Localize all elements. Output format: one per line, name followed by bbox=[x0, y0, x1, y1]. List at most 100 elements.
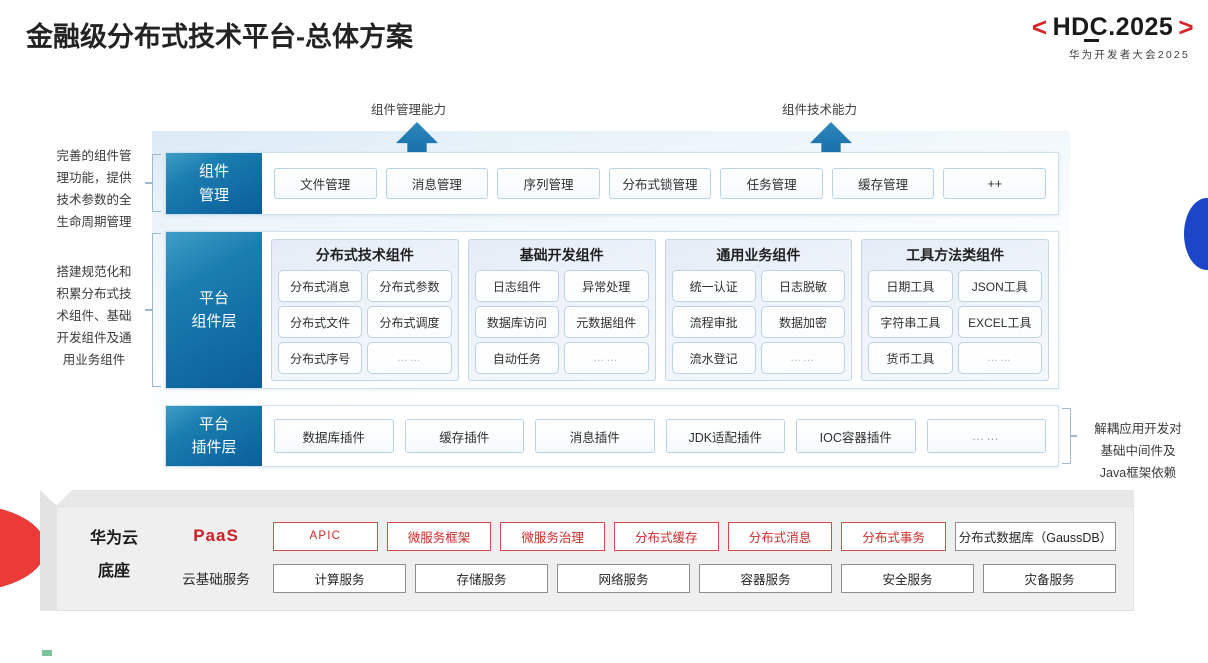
arrow-label-management: 组件管理能力 bbox=[371, 103, 447, 117]
component-cell[interactable]: 日期工具 bbox=[868, 270, 953, 302]
component-cell[interactable]: …… bbox=[957, 342, 1042, 374]
base-panel-left-bevel bbox=[40, 490, 57, 611]
component-cell[interactable]: 分布式序号 bbox=[278, 342, 363, 374]
brace-management bbox=[152, 154, 161, 212]
base-row: PaaS APIC 微服务框架微服务治理分布式缓存分布式消息分布式事务分布式数据库（… bbox=[168, 521, 1117, 551]
logo-underline-icon bbox=[1083, 39, 1099, 42]
component-group-grid: 统一认证日志脱敏流程审批数据加密流水登记…… bbox=[671, 270, 846, 374]
base-service-cell[interactable]: 安全服务 bbox=[841, 563, 974, 593]
layer-component-management: 组件 管理 文件管理消息管理序列管理分布式锁管理任务管理缓存管理 ++ bbox=[165, 152, 1059, 215]
base-service-cell[interactable]: APIC bbox=[273, 521, 378, 551]
side-note-management: 完善的组件管 理功能，提供 技术参数的全 生命周期管理 bbox=[56, 149, 132, 229]
side-note-plugin: 解耦应用开发对 基础中间件及 Java框架依赖 bbox=[1094, 422, 1182, 480]
layer-body-component-management: 文件管理消息管理序列管理分布式锁管理任务管理缓存管理 ++ bbox=[262, 153, 1058, 214]
component-cell[interactable]: 自动任务 bbox=[474, 342, 560, 374]
management-pill-item[interactable]: 序列管理 bbox=[497, 168, 600, 199]
layer-tab-line-1: 平台 bbox=[198, 415, 229, 433]
component-cell[interactable]: EXCEL工具 bbox=[957, 306, 1042, 338]
logo-wordmark-text: HDC.2025 bbox=[1052, 12, 1174, 41]
base-row-label: PaaS bbox=[193, 526, 239, 545]
management-pill-item[interactable]: 任务管理 bbox=[720, 168, 823, 199]
plugin-pill-item[interactable]: …… bbox=[926, 419, 1046, 453]
component-group-title: 通用业务组件 bbox=[716, 247, 801, 263]
base-panel-rows: PaaS APIC 微服务框架微服务治理分布式缓存分布式消息分布式事务分布式数据库（… bbox=[168, 521, 1117, 593]
page-title: 金融级分布式技术平台-总体方案 bbox=[26, 22, 413, 52]
plugin-pill-item[interactable]: 数据库插件 bbox=[274, 419, 394, 453]
component-cell[interactable]: 统一认证 bbox=[671, 270, 756, 302]
management-pill-item[interactable]: 缓存管理 bbox=[831, 168, 935, 199]
component-group: 分布式技术组件分布式消息分布式参数分布式文件分布式调度分布式序号…… bbox=[271, 239, 459, 381]
component-cell[interactable]: …… bbox=[367, 342, 452, 374]
component-group-title: 工具方法类组件 bbox=[906, 247, 1005, 263]
base-service-cell[interactable]: 网络服务 bbox=[557, 563, 690, 593]
hdc-logo-main: < HDC.2025 > bbox=[924, 12, 1194, 42]
layer-tab-line-2: 插件层 bbox=[191, 439, 237, 456]
management-pill-item[interactable]: 分布式锁管理 bbox=[608, 168, 712, 199]
layer-tab-platform-component[interactable]: 平台 组件层 bbox=[166, 232, 262, 388]
base-panel-label: 华为云 底座 bbox=[89, 530, 138, 580]
green-tick-decoration bbox=[42, 650, 52, 656]
component-group-grid: 分布式消息分布式参数分布式文件分布式调度分布式序号…… bbox=[278, 270, 452, 374]
arrow-label-technology: 组件技术能力 bbox=[782, 103, 858, 117]
side-note-component: 搭建规范化和 积累分布式技 术组件、基础 开发组件及通 用业务组件 bbox=[56, 265, 132, 367]
brace-nub-component bbox=[145, 309, 152, 311]
layer-platform-plugin: 平台 插件层 数据库插件缓存插件消息插件 JDK适配插件 IOC容器插件 …… bbox=[165, 405, 1059, 467]
logo-wordmark: HDC.2025 bbox=[1052, 12, 1174, 42]
base-service-cell[interactable]: 灾备服务 bbox=[983, 563, 1116, 593]
brace-nub-management bbox=[145, 182, 152, 184]
component-cell[interactable]: 分布式文件 bbox=[278, 306, 363, 338]
layer-body-platform-component: 分布式技术组件分布式消息分布式参数分布式文件分布式调度分布式序号……基础开发组件… bbox=[262, 232, 1058, 388]
layer-tab-component-management[interactable]: 组件 管理 bbox=[166, 153, 262, 214]
component-cell[interactable]: 分布式参数 bbox=[367, 270, 452, 302]
base-service-cell[interactable]: 存储服务 bbox=[415, 563, 548, 593]
component-cell[interactable]: 分布式消息 bbox=[278, 270, 363, 302]
base-service-cell[interactable]: 分布式事务 bbox=[841, 521, 946, 551]
component-cell[interactable]: 日志组件 bbox=[474, 270, 560, 302]
management-pill-item[interactable]: 文件管理 bbox=[274, 168, 377, 199]
base-row-label: 云基础服务 bbox=[182, 572, 250, 587]
blue-lens-decoration bbox=[1184, 198, 1208, 270]
component-cell[interactable]: 字符串工具 bbox=[868, 306, 953, 338]
component-cell[interactable]: 流水登记 bbox=[671, 342, 756, 374]
base-service-cell[interactable]: 微服务框架 bbox=[386, 521, 492, 551]
base-service-cell[interactable]: 容器服务 bbox=[699, 563, 832, 593]
hdc-logo: < HDC.2025 > 华为开发者大会2025 bbox=[924, 14, 1194, 62]
base-row: 云基础服务 计算服务存储服务网络服务容器服务安全服务灾备服务 bbox=[168, 563, 1116, 593]
component-cell[interactable]: JSON工具 bbox=[957, 270, 1042, 302]
base-service-cell[interactable]: 微服务治理 bbox=[500, 521, 605, 551]
component-cell[interactable]: 数据库访问 bbox=[474, 306, 560, 338]
component-cell[interactable]: 异常处理 bbox=[564, 270, 649, 302]
hdc-logo-subtitle: 华为开发者大会2025 bbox=[1068, 49, 1190, 61]
base-service-cell[interactable]: 计算服务 bbox=[273, 563, 406, 593]
plugin-pill-item[interactable]: IOC容器插件 bbox=[796, 419, 916, 453]
management-pill-item[interactable]: 消息管理 bbox=[385, 168, 489, 199]
layer-tab-line-1: 平台 bbox=[198, 289, 229, 307]
base-panel-top-bevel bbox=[56, 490, 1134, 506]
layer-tab-line-1: 组件 bbox=[198, 163, 229, 181]
brace-nub-plugin bbox=[1070, 435, 1077, 437]
layer-tab-line-2: 管理 bbox=[198, 186, 229, 204]
component-cell[interactable]: 日志脱敏 bbox=[760, 270, 846, 302]
component-group-title: 分布式技术组件 bbox=[315, 247, 414, 263]
plugin-pill-item[interactable]: JDK适配插件 bbox=[665, 419, 785, 453]
plugin-pill-item[interactable]: 缓存插件 bbox=[404, 419, 524, 453]
logo-right-bracket-icon: > bbox=[1178, 12, 1194, 42]
component-cell[interactable]: …… bbox=[564, 342, 649, 374]
layer-platform-component: 平台 组件层 分布式技术组件分布式消息分布式参数分布式文件分布式调度分布式序号…… bbox=[165, 231, 1059, 389]
base-service-cell[interactable]: 分布式数据库（GaussDB） bbox=[954, 521, 1117, 551]
component-cell[interactable]: 元数据组件 bbox=[564, 306, 649, 338]
component-cell[interactable]: …… bbox=[760, 342, 846, 374]
component-cell[interactable]: 货币工具 bbox=[868, 342, 953, 374]
component-cell[interactable]: 流程审批 bbox=[671, 306, 756, 338]
component-cell[interactable]: 数据加密 bbox=[760, 306, 846, 338]
management-pill-item[interactable]: ++ bbox=[943, 168, 1047, 199]
base-service-cell[interactable]: 分布式缓存 bbox=[613, 521, 719, 551]
brace-component bbox=[152, 233, 161, 387]
plugin-pill-item[interactable]: 消息插件 bbox=[535, 419, 655, 453]
layer-tab-platform-plugin[interactable]: 平台 插件层 bbox=[166, 406, 262, 466]
component-cell[interactable]: 分布式调度 bbox=[367, 306, 452, 338]
layer-tab-line-2: 组件层 bbox=[191, 313, 237, 330]
base-service-cell[interactable]: 分布式消息 bbox=[727, 521, 833, 551]
